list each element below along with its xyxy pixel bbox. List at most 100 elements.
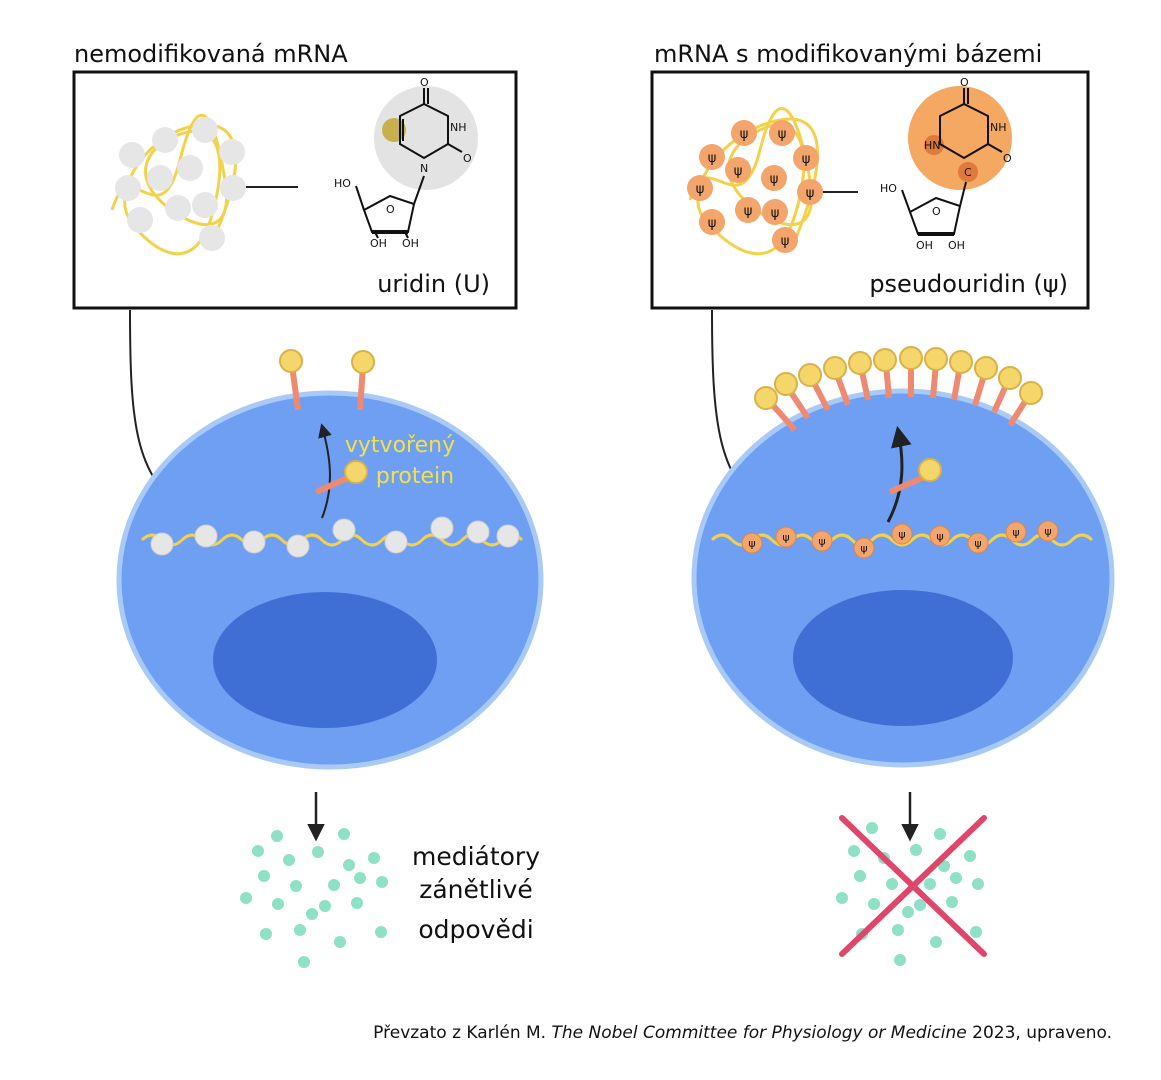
atom-label: O: [463, 152, 472, 165]
atom-label: O: [1003, 152, 1012, 165]
right-title: mRNA s modifikovanými bázemi: [654, 40, 1042, 68]
pseudouridine-base: [797, 179, 823, 205]
atom-label: HO: [880, 182, 897, 195]
pseudouridine-label: pseudouridin (ψ): [869, 270, 1068, 298]
right-nucleus: [793, 590, 1013, 726]
atom-label: OH: [916, 239, 933, 252]
pseudouridine-base: [731, 120, 757, 146]
psi-symbol: ψ: [806, 186, 815, 201]
protein-head: [798, 363, 822, 387]
uridine-base: [119, 142, 145, 168]
pseudouridine-base: [769, 120, 795, 146]
uridine-base: [192, 117, 218, 143]
protein-head: [1019, 381, 1043, 405]
uridine-base: [194, 524, 218, 548]
uridine-base: [384, 530, 408, 554]
pseudouridine-base: [811, 530, 833, 552]
protein-head: [873, 348, 897, 372]
uridine-base: [115, 175, 141, 201]
right-mrna-ball: ψ ψ ψ ψ ψ ψ ψ ψ ψ ψ ψ ψ: [687, 107, 823, 256]
new-protein-stem: [314, 474, 352, 495]
pseudouridine-base: [775, 526, 797, 548]
atom-label: OH: [402, 237, 419, 250]
psi-symbol: ψ: [781, 234, 790, 249]
psi-symbol: ψ: [974, 537, 981, 550]
psi-symbol: ψ: [770, 172, 779, 187]
left-mediators: [240, 828, 388, 968]
uridine-highlight: [374, 86, 478, 190]
caption-prefix: Převzato z Karlén M.: [373, 1023, 551, 1043]
protein-label-line2: protein: [376, 464, 454, 489]
psi-symbol: ψ: [708, 216, 717, 231]
protein-head: [924, 347, 948, 371]
psi-symbol: ψ: [818, 535, 825, 548]
atom-label: O: [932, 205, 941, 218]
psi-symbol: ψ: [748, 537, 755, 550]
pseudouridine-base: [891, 523, 913, 545]
uridine-base: [466, 520, 490, 544]
source-caption: Převzato z Karlén M. The Nobel Committee…: [373, 1023, 1112, 1043]
left-mrna-ball: [110, 113, 246, 256]
protein-head: [351, 350, 375, 374]
pseudouridine-structure: O HN NH O C O HO OH OH: [880, 76, 1012, 252]
pseudouridine-base: [699, 209, 725, 235]
pseudouridine-highlight: [908, 86, 1012, 190]
psi-symbol: ψ: [782, 531, 789, 544]
protein-head: [848, 351, 872, 375]
psi-symbol: ψ: [1044, 525, 1051, 538]
psi-symbol: ψ: [771, 206, 780, 221]
caption-italic: The Nobel Committee for Physiology or Me…: [552, 1023, 967, 1043]
pseudouridine-base: [793, 145, 819, 171]
output-label-line1: mediátory: [412, 842, 540, 871]
psi-symbol: ψ: [778, 127, 787, 142]
right-mrna-strand: [710, 533, 1094, 547]
atom-label: N: [420, 162, 428, 175]
left-nucleus: [213, 592, 437, 728]
pseudouridine-base: [772, 227, 798, 253]
psi-symbol: ψ: [898, 528, 905, 541]
pseudouridine-base: [967, 532, 989, 554]
uridine-base: [286, 534, 310, 558]
protein-head: [998, 366, 1022, 390]
uridine-base: [242, 530, 266, 554]
protein-head: [279, 349, 303, 373]
pseudouridine-base: [762, 199, 788, 225]
psi-symbol: ψ: [860, 542, 867, 555]
protein-head: [774, 372, 798, 396]
uridine-structure: O NH O N O HO OH OH: [334, 76, 478, 250]
uridine-base: [152, 127, 178, 153]
protein-label-line1: vytvořený: [345, 433, 455, 458]
atom-label: HN: [924, 139, 941, 152]
caption-suffix: 2023, upraveno.: [967, 1023, 1112, 1043]
protein-head: [823, 356, 847, 380]
pseudouridine-base: [699, 144, 725, 170]
right-mediators: [836, 822, 984, 966]
right-secretion-arrow: [886, 425, 912, 523]
atom-label: OH: [370, 237, 387, 250]
new-protein-stem: [888, 474, 926, 495]
uridine-base: [150, 532, 174, 556]
protein-head: [974, 356, 998, 380]
pseudouridine-base: [1037, 520, 1059, 542]
psi-symbol: ψ: [802, 152, 811, 167]
new-protein-head: [344, 460, 368, 484]
new-protein-head: [918, 458, 942, 482]
atom-label: NH: [450, 121, 467, 134]
output-label-line3: odpovědi: [418, 915, 533, 944]
atom-label: O: [420, 76, 429, 89]
uridine-base: [147, 165, 173, 191]
left-surface-proteins: [279, 349, 375, 411]
atom-label: O: [386, 203, 395, 216]
left-secretion-arrow: [318, 423, 332, 519]
psi-symbol: ψ: [696, 182, 705, 197]
atom-label: HO: [334, 177, 351, 190]
protein-head: [899, 346, 923, 370]
pseudouridine-base: [1005, 521, 1027, 543]
uridine-base: [177, 155, 203, 181]
psi-symbol: ψ: [936, 530, 943, 543]
uridine-base: [192, 192, 218, 218]
pseudouridine-base: [725, 157, 751, 183]
blocked-cross-icon: [839, 815, 987, 957]
